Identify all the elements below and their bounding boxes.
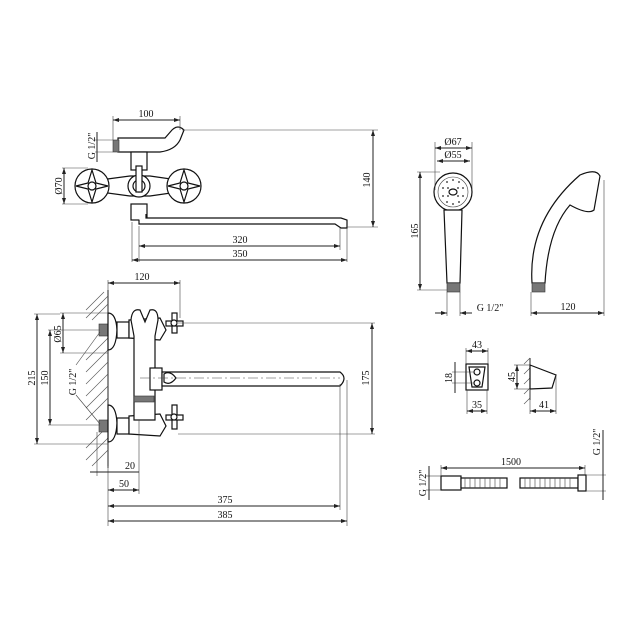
dim-holder-top-width: 43: [472, 340, 482, 351]
dim-total-height: 215: [27, 371, 38, 386]
top-view-faucet: [74, 126, 348, 229]
dim-outer-dia: Ø67: [444, 137, 461, 148]
dim-depth: 120: [135, 272, 150, 283]
hand-shower-side: [531, 171, 601, 293]
top-view-dimensions: 100 G 1/2" Ø70 140 320 350: [54, 109, 378, 262]
dim-inner-dia: Ø55: [444, 150, 461, 161]
dim-holder-bottom-width: 35: [472, 400, 482, 411]
dim-holder-hole-spacing: 18: [444, 373, 455, 383]
dim-offset-body: 50: [119, 479, 129, 490]
hand-shower-dimensions: Ø67 Ø55 165 G 1/2" 120: [410, 137, 605, 316]
dim-handle-spacing: 175: [361, 371, 372, 386]
dim-front-thread: G 1/2": [68, 369, 79, 396]
dim-shower-side-width: 120: [561, 302, 576, 313]
dim-spout-reach: 375: [218, 495, 233, 506]
dim-handle-dia: Ø70: [54, 177, 65, 194]
dim-inlet-spacing: 150: [40, 371, 51, 386]
hand-shower-front: [433, 172, 473, 293]
dim-total-reach: 385: [218, 510, 233, 521]
dim-shower-thread: G 1/2": [477, 303, 504, 314]
holder-dimensions: 43 18 35 45 41: [444, 340, 557, 414]
cross-handle-upper: [165, 312, 184, 334]
dim-holder-height: 45: [507, 372, 518, 382]
dim-spout-total: 350: [233, 249, 248, 260]
dim-holder-depth: 41: [539, 400, 549, 411]
hose: [440, 474, 587, 492]
cross-handle-lower: [165, 404, 184, 430]
hose-dimensions: 1500 G 1/2" G 1/2": [418, 429, 606, 500]
dim-offset-small: 20: [125, 461, 135, 472]
dim-hose-thread-left: G 1/2": [418, 470, 429, 497]
dim-hose-thread-right: G 1/2": [592, 429, 603, 456]
dim-shower-length: 165: [410, 224, 421, 239]
holder-front: [465, 363, 489, 391]
dim-lever-width: 100: [139, 109, 154, 120]
dim-spout-inner: 320: [233, 235, 248, 246]
dim-top-thread: G 1/2": [87, 133, 98, 160]
dim-hose-length: 1500: [501, 457, 521, 468]
dim-flange-dia: Ø65: [53, 325, 64, 342]
dim-top-height: 140: [362, 173, 373, 188]
front-view-faucet: [98, 309, 345, 443]
front-view-dimensions: 120 Ø65 215 150 G 1/2" 175 20 50 375 385: [27, 272, 375, 526]
